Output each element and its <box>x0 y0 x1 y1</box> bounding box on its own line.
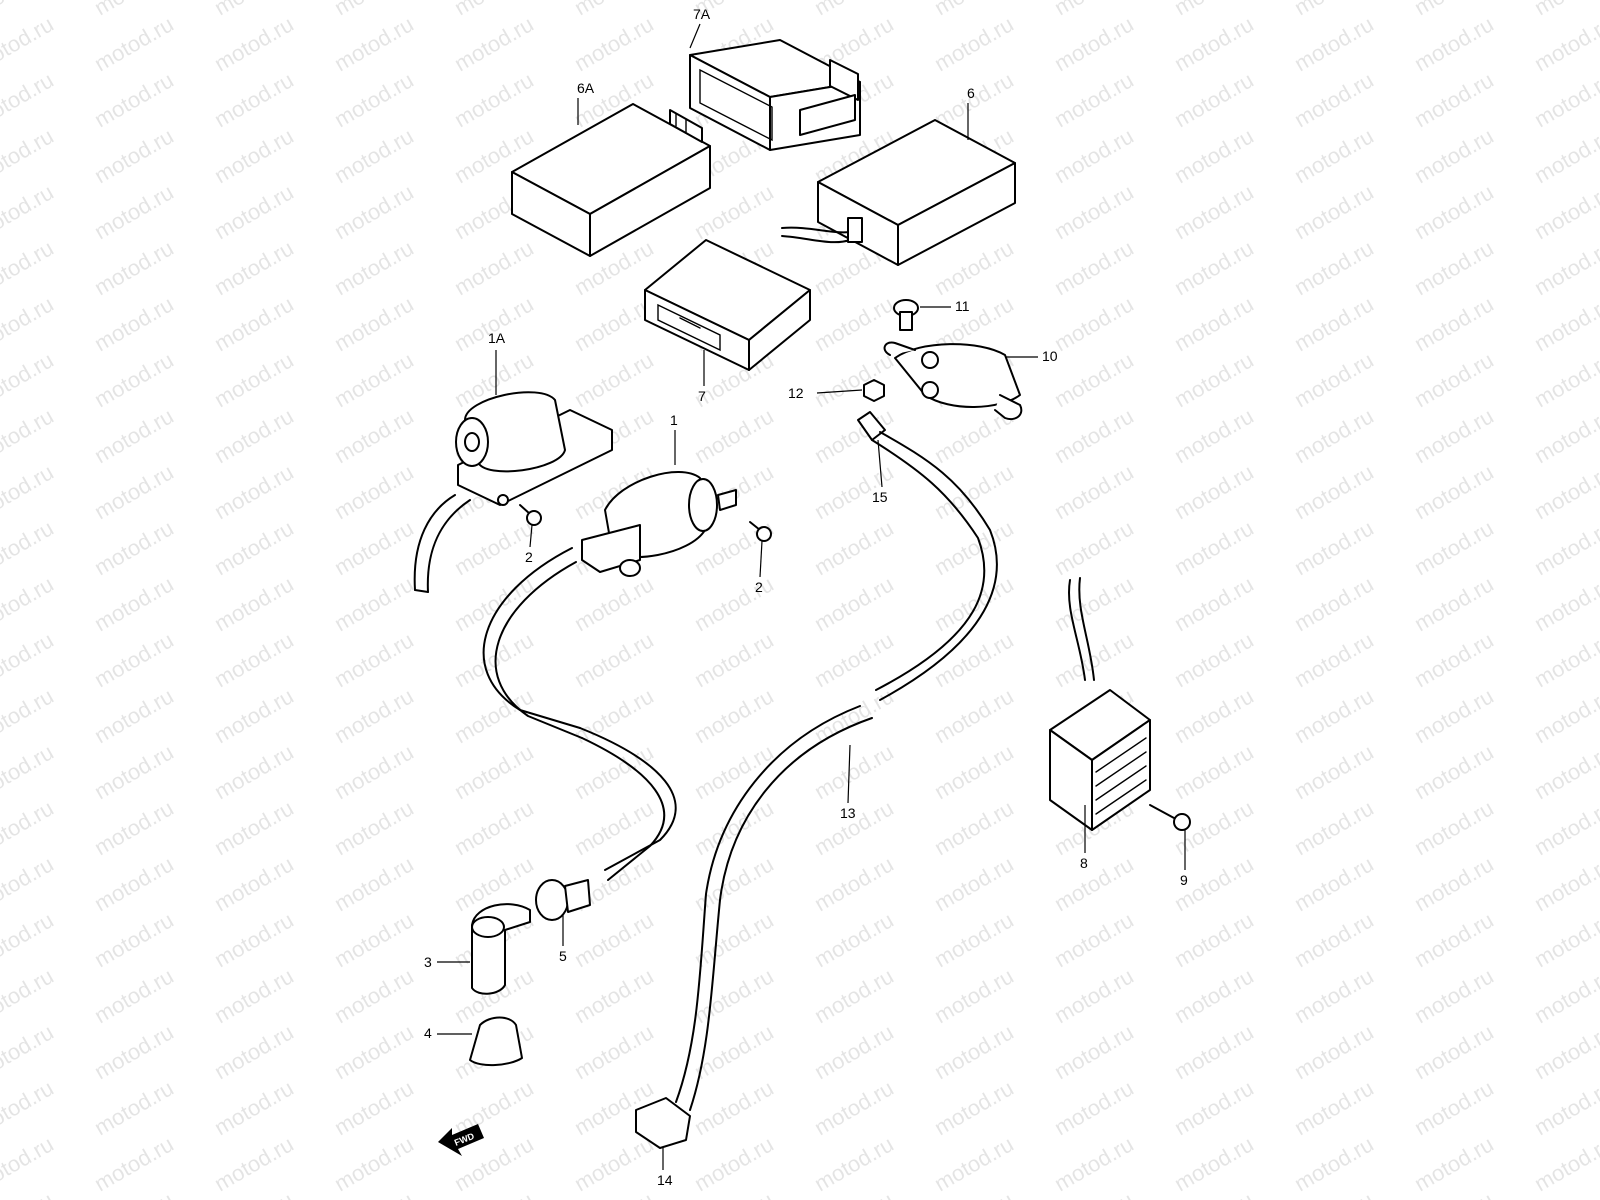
starter-relay-10[interactable] <box>883 341 1023 421</box>
watermark-text: motod.ru <box>0 459 58 524</box>
watermark-text: motod.ru <box>1530 0 1600 20</box>
watermark-text: motod.ru <box>1530 795 1600 860</box>
watermark-text: motod.ru <box>0 571 58 636</box>
grommet-5[interactable] <box>535 879 591 921</box>
watermark-text: motod.ru <box>0 1187 58 1200</box>
watermark-text: motod.ru <box>0 1019 58 1084</box>
bolt-11[interactable] <box>893 299 919 331</box>
spark-plug-cap-3[interactable] <box>471 903 531 995</box>
watermark-text: motod.ru <box>0 67 58 132</box>
watermark-text: motod.ru <box>0 0 58 20</box>
part-label-3[interactable]: 3 <box>424 954 432 970</box>
bolt-9[interactable] <box>1149 804 1191 831</box>
watermark-text: motod.ru <box>0 1075 58 1140</box>
watermark-text: motod.ru <box>1530 403 1600 468</box>
ecu-unit-6a[interactable] <box>511 103 711 257</box>
watermark-text: motod.ru <box>0 739 58 804</box>
watermark-text: motod.ru <box>1530 739 1600 804</box>
watermark-text: motod.ru <box>0 627 58 692</box>
watermark-text: motod.ru <box>0 291 58 356</box>
igniter-7[interactable] <box>644 239 811 371</box>
watermark-text: motod.ru <box>1530 851 1600 916</box>
watermark-text: motod.ru <box>0 683 58 748</box>
watermark-text: motod.ru <box>0 403 58 468</box>
high-tension-lead <box>482 547 677 881</box>
watermark-text: motod.ru <box>0 1131 58 1196</box>
watermark-text: motod.ru <box>0 179 58 244</box>
part-label-5[interactable]: 5 <box>559 948 567 964</box>
nut-12[interactable] <box>863 379 885 402</box>
watermark-text: motod.ru <box>1530 67 1600 132</box>
part-label-6A[interactable]: 6A <box>577 80 595 96</box>
watermark-text: motod.ru <box>1530 1019 1600 1084</box>
bolt-2b[interactable] <box>749 521 772 542</box>
leader-line-7A <box>689 23 701 49</box>
watermark-text: motod.ru <box>1530 1075 1600 1140</box>
watermark-text: motod.ru <box>0 795 58 860</box>
watermark-text: motod.ru <box>0 347 58 412</box>
connector-housing-7a[interactable] <box>689 39 861 151</box>
part-label-7[interactable]: 7 <box>698 388 706 404</box>
part-label-12[interactable]: 12 <box>788 385 804 401</box>
part-label-13[interactable]: 13 <box>840 805 856 821</box>
watermark-text: motod.ru <box>1530 235 1600 300</box>
part-label-8[interactable]: 8 <box>1080 855 1088 871</box>
watermark-text: motod.ru <box>1530 123 1600 188</box>
watermark-text: motod.ru <box>1530 291 1600 356</box>
part-label-6[interactable]: 6 <box>967 85 975 101</box>
leader-line-2b <box>759 540 763 578</box>
leader-line-2a <box>529 524 533 548</box>
part-label-10[interactable]: 10 <box>1042 348 1058 364</box>
watermark-text: motod.ru <box>1530 179 1600 244</box>
watermark-text: motod.ru <box>1530 907 1600 972</box>
part-label-11[interactable]: 11 <box>955 298 970 314</box>
watermark-text: motod.ru <box>0 123 58 188</box>
part-label-9[interactable]: 9 <box>1180 872 1188 888</box>
part-label-7A[interactable]: 7A <box>693 6 711 22</box>
regulator-rectifier-8[interactable] <box>1049 577 1151 831</box>
part-label-2b[interactable]: 2 <box>755 579 763 595</box>
watermark-text: motod.ru <box>1530 515 1600 580</box>
ecu-unit-6[interactable] <box>781 119 1016 266</box>
part-label-1A[interactable]: 1A <box>488 330 506 346</box>
watermark-text: motod.ru <box>1530 571 1600 636</box>
ignition-coil-1a[interactable] <box>413 391 613 593</box>
leader-line-12 <box>816 389 863 394</box>
watermark-text: motod.ru <box>1530 11 1600 76</box>
watermark-text: motod.ru <box>0 515 58 580</box>
watermark-text: motod.ru <box>1530 627 1600 692</box>
watermark-text: motod.ru <box>1530 683 1600 748</box>
watermark-text: motod.ru <box>1530 459 1600 524</box>
forward-arrow-icon <box>438 1124 484 1156</box>
part-label-2a[interactable]: 2 <box>525 549 533 565</box>
watermark-text: motod.ru <box>0 235 58 300</box>
bolt-2a[interactable] <box>519 504 542 526</box>
starter-cable-13[interactable] <box>635 411 998 1149</box>
watermark-text: motod.ru <box>0 11 58 76</box>
watermark-text: motod.ru <box>0 907 58 972</box>
leader-line-15 <box>877 439 883 488</box>
leader-line-13 <box>847 744 851 804</box>
part-label-14[interactable]: 14 <box>657 1172 673 1188</box>
watermark-text: motod.ru <box>1530 347 1600 412</box>
watermark-text: motod.ru <box>0 963 58 1028</box>
part-label-4[interactable]: 4 <box>424 1025 432 1041</box>
ignition-coil-1[interactable] <box>581 471 737 577</box>
plug-cap-cover-4[interactable] <box>469 1016 523 1066</box>
watermark-text: motod.ru <box>1530 963 1600 1028</box>
callout-labels: 1 1A 2 2 3 4 5 6 6A 7 7A 8 9 10 11 12 13 14 15 <box>424 6 1188 1188</box>
watermark-text: motod.ru <box>1530 1131 1600 1196</box>
part-label-15[interactable]: 15 <box>872 489 888 505</box>
watermark-text: motod.ru <box>0 851 58 916</box>
part-label-1[interactable]: 1 <box>670 412 678 428</box>
